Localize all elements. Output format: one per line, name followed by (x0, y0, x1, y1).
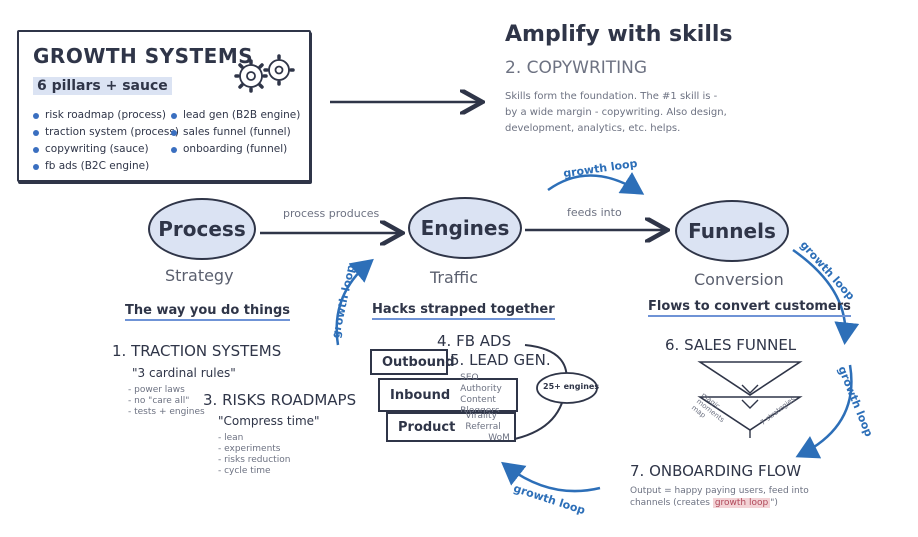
funnels-tagline: Flows to convert customers (648, 299, 851, 317)
list-item: traction system (process) (33, 124, 179, 141)
product-box: Product Virality Referral WoM (386, 411, 516, 444)
engines-count: 25+ engines (543, 382, 600, 391)
amplify-desc-line: by a wide margin - copywriting. Also des… (505, 107, 727, 118)
risks-roadmaps-heading: 3. RISKS ROADMAPS (203, 391, 357, 409)
process-node: Process (148, 198, 256, 260)
amplify-title: Amplify with skills (505, 22, 733, 47)
fb-ads-heading: 4. FB ADS (437, 332, 512, 350)
tag: Authority (460, 384, 502, 394)
engines-node: Engines (408, 197, 522, 259)
card-list-right: lead gen (B2B engine) sales funnel (funn… (171, 107, 300, 158)
funnels-node: Funnels (675, 200, 789, 262)
inbound-label: Inbound (390, 387, 451, 403)
risks-quote: "Compress time" (218, 414, 320, 428)
growth-loop-arrow-bottom (501, 461, 601, 493)
list-item: - power laws (128, 385, 185, 395)
onboarding-desc-end: ") (770, 498, 778, 508)
card-title: GROWTH SYSTEMS (33, 44, 254, 68)
list-item: copywriting (sauce) (33, 141, 179, 158)
onboarding-flow-heading: 7. ONBOARDING FLOW (630, 462, 802, 480)
copywriting-heading: 2. COPYWRITING (505, 58, 648, 78)
list-item: - experiments (218, 444, 281, 454)
inbound-box: Inbound SEO Authority Content Bloggers (378, 373, 518, 416)
growth-loop-highlight: growth loop (712, 498, 771, 508)
list-item: - lean (218, 433, 244, 443)
conversion-label: Conversion (694, 270, 784, 289)
list-item: fb ads (B2C engine) (33, 158, 179, 175)
risks-items: - lean - experiments - risks reduction -… (218, 433, 290, 477)
onboarding-description: Output = happy paying users, feed into c… (630, 485, 809, 509)
tag: SEO (460, 373, 479, 383)
growth-loop-arrow-left (335, 258, 374, 346)
traction-items: - power laws - no "care all" - tests + e… (128, 385, 205, 418)
growth-loop-arrow-top (547, 172, 645, 195)
strategy-label: Strategy (165, 266, 234, 285)
gears-icon (234, 54, 295, 93)
onboarding-desc-text: channels (creates (630, 498, 710, 508)
list-item: lead gen (B2B engine) (171, 107, 300, 124)
sales-funnel-heading: 6. SALES FUNNEL (665, 336, 797, 354)
onboarding-desc-line: Output = happy paying users, feed into (630, 486, 809, 496)
list-item: risk roadmap (process) (33, 107, 179, 124)
edge-label-feeds-into: feeds into (567, 206, 622, 219)
funnel-mark-1 (741, 384, 759, 394)
process-tagline: The way you do things (125, 303, 291, 321)
growth-systems-card: GROWTH SYSTEMS 6 pillars + sauce risk ro… (17, 30, 311, 182)
product-tags: Virality Referral WoM (465, 411, 514, 444)
product-label: Product (398, 419, 456, 435)
traffic-label: Traffic (430, 268, 479, 287)
engines-count-bubble (536, 372, 598, 404)
growth-loop-arrow-right-1 (792, 248, 860, 345)
edge-label-process-produces: process produces (283, 207, 380, 220)
onboarding-desc-line: channels (creates growth loop") (630, 497, 809, 509)
traction-systems-heading: 1. TRACTION SYSTEMS (112, 342, 282, 360)
amplify-description: Skills form the foundation. The #1 skill… (505, 89, 727, 137)
lead-gen-heading: 5. LEAD GEN. (450, 351, 551, 369)
traction-quote: "3 cardinal rules" (132, 366, 236, 380)
amplify-desc-line: Skills form the foundation. The #1 skill… (505, 91, 718, 102)
list-item: - risks reduction (218, 455, 291, 465)
tag: Virality (465, 410, 497, 421)
list-item: - tests + engines (128, 407, 205, 417)
list-item: - no "care all" (128, 396, 190, 406)
tag: WoM (488, 432, 510, 443)
list-item: onboarding (funnel) (171, 141, 300, 158)
list-item: - cycle time (218, 466, 271, 476)
outbound-label: Outbound (382, 354, 455, 370)
inbound-tags: SEO Authority Content Bloggers (460, 373, 516, 417)
tag: Referral (465, 421, 501, 432)
funnel-mark-2 (741, 399, 759, 409)
list-item: sales funnel (funnel) (171, 124, 300, 141)
outbound-box: Outbound (370, 349, 455, 375)
amplify-desc-line: development, analytics, etc. helps. (505, 123, 681, 134)
tag: Content (460, 395, 496, 405)
tag: Bloggers (460, 406, 500, 416)
funnel-triangle-top (697, 361, 803, 396)
card-list-left: risk roadmap (process) traction system (… (33, 107, 179, 175)
funnel-triangle-bottom (697, 396, 803, 431)
card-subtitle: 6 pillars + sauce (33, 77, 172, 95)
growth-loop-arrow-right-2 (795, 364, 853, 459)
engines-tagline: Hacks strapped together (372, 302, 555, 320)
